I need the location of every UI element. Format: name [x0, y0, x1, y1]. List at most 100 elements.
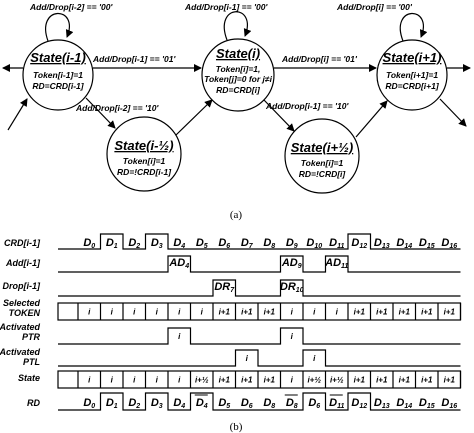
state-title-i: State(i) — [216, 46, 260, 61]
rd-label: D1 — [106, 397, 118, 410]
add-pulse-label: AD9 — [281, 257, 302, 270]
label-add: Add[i-1] — [5, 258, 41, 268]
caption-a: (a) — [230, 209, 243, 221]
ptr-mark: i — [178, 332, 181, 341]
state-line: Token[i-1]=1 — [33, 70, 83, 80]
crd-label: D10 — [306, 237, 322, 250]
state-cell: i+1 — [264, 376, 276, 385]
state-circle-i — [201, 38, 275, 112]
label-crd: CRD[i-1] — [4, 238, 41, 248]
selected-token-cell: i+1 — [264, 308, 276, 317]
selected-token-cell: i — [201, 308, 204, 317]
arrow-in-left — [7, 98, 28, 131]
label-rd: RD — [27, 398, 40, 408]
state-line: Token[i]=1 — [301, 158, 344, 168]
cond-left-to-mid: Add/Drop[i-1] == '01' — [92, 54, 176, 64]
rd-label: D15 — [419, 397, 435, 410]
state-title-i-plus-1: State(i+1) — [383, 50, 442, 65]
label-activated-ptr-line2: PTR — [22, 332, 41, 342]
rd-label: D11 — [329, 397, 344, 410]
crd-label: D12 — [351, 237, 367, 250]
state-cell: i+1 — [444, 376, 456, 385]
cond-self-right: Add/Drop[i] == '00' — [336, 2, 413, 12]
state-cell: i+1 — [399, 376, 411, 385]
selected-token-cell: i+1 — [376, 308, 388, 317]
cond-mid-to-half: Add/Drop[i-1] == '10' — [265, 101, 349, 111]
crd-label: D4 — [173, 237, 185, 250]
state-line: Token[j]=0 for j≠i — [204, 74, 273, 84]
state-line: Token[i+1]=1 — [386, 70, 438, 80]
state-circle-i-minus-1 — [22, 39, 94, 111]
caption-b: (b) — [230, 421, 243, 433]
self-loop-mid — [223, 11, 252, 41]
cond-left-to-half: Add/Drop[i-2] == '10' — [75, 103, 159, 113]
label-drop: Drop[i-1] — [3, 281, 41, 291]
ptl-mark: i — [313, 354, 316, 363]
state-circle-i-plus-1 — [376, 39, 448, 111]
crd-label: D3 — [151, 237, 163, 250]
label-activated-ptl-line2: PTL — [23, 357, 40, 367]
drop-pulse-label: DR10 — [280, 281, 304, 294]
state-cell: i+1 — [376, 376, 388, 385]
crd-label: D1 — [106, 237, 118, 250]
crd-label: D6 — [218, 237, 230, 250]
rd-label: D14 — [396, 397, 412, 410]
cond-self-mid: Add/Drop[i-1] == '00' — [184, 2, 268, 12]
label-selected-token-line2: TOKEN — [9, 308, 41, 318]
rd-label: D3 — [151, 397, 163, 410]
state-cell: i+½ — [330, 376, 344, 385]
crd-waveform — [58, 233, 461, 250]
state-title-i-plus-half: State(i+½) — [291, 140, 354, 155]
label-activated-ptl-line1: Activated — [0, 347, 41, 357]
arrow-out-right-down — [439, 98, 467, 127]
selected-token-cell: i — [156, 308, 159, 317]
state-cell: i — [133, 376, 136, 385]
rd-label: D0 — [83, 397, 95, 410]
add-pulse-label: AD11 — [324, 257, 348, 270]
selected-token-cell: i+1 — [444, 308, 456, 317]
crd-label: D0 — [83, 237, 95, 250]
rd-waveform — [58, 392, 461, 411]
label-activated-ptr-line1: Activated — [0, 322, 41, 332]
selected-token-cell: i — [111, 308, 114, 317]
state-cell: i+1 — [219, 376, 231, 385]
rd-label: D4 — [196, 397, 208, 410]
rd-label: D8 — [263, 397, 275, 410]
rd-label: D4 — [173, 397, 185, 410]
ptr-mark: i — [291, 332, 294, 341]
ptl-mark: i — [246, 354, 249, 363]
state-line: Token[i]=1, — [216, 64, 261, 74]
arrow-halfplus-to-right — [355, 100, 388, 138]
state-circle-i-minus-half — [106, 116, 182, 192]
crd-label: D2 — [128, 237, 140, 250]
arrow-half-to-mid — [175, 99, 213, 136]
state-cell: i+1 — [421, 376, 433, 385]
selected-token-cell: i+1 — [241, 308, 253, 317]
state-cell: i — [88, 376, 91, 385]
state-cell: i — [178, 376, 181, 385]
state-cell: i — [156, 376, 159, 385]
state-cell: i+½ — [195, 376, 209, 385]
state-cell: i+1 — [354, 376, 366, 385]
rd-label: D2 — [128, 397, 140, 410]
state-diagram: Add/Drop[i-2] == '00' Add/Drop[i-1] == '… — [2, 2, 471, 221]
add-pulse-label: AD4 — [168, 257, 189, 270]
drop-waveform — [58, 279, 461, 297]
selected-token-cell: i — [313, 308, 316, 317]
crd-label: D13 — [374, 237, 390, 250]
state-cell: i — [111, 376, 114, 385]
state-line: RD=CRD[i+1] — [385, 81, 440, 91]
selected-token-cell: i — [291, 308, 294, 317]
rd-label: D6 — [308, 397, 320, 410]
state-line: Token[i]=1 — [123, 156, 166, 166]
crd-label: D5 — [196, 237, 208, 250]
state-cell: i — [291, 376, 294, 385]
crd-label: D7 — [241, 237, 254, 250]
selected-token-cell: i+1 — [421, 308, 433, 317]
timing-diagram: CRD[i-1]Add[i-1]Drop[i-1]SelectedTOKENAc… — [0, 233, 462, 411]
selected-token-cell: i+1 — [399, 308, 411, 317]
ptr-waveform — [58, 327, 461, 345]
state-cell: i+1 — [241, 376, 253, 385]
crd-label: D8 — [263, 237, 275, 250]
